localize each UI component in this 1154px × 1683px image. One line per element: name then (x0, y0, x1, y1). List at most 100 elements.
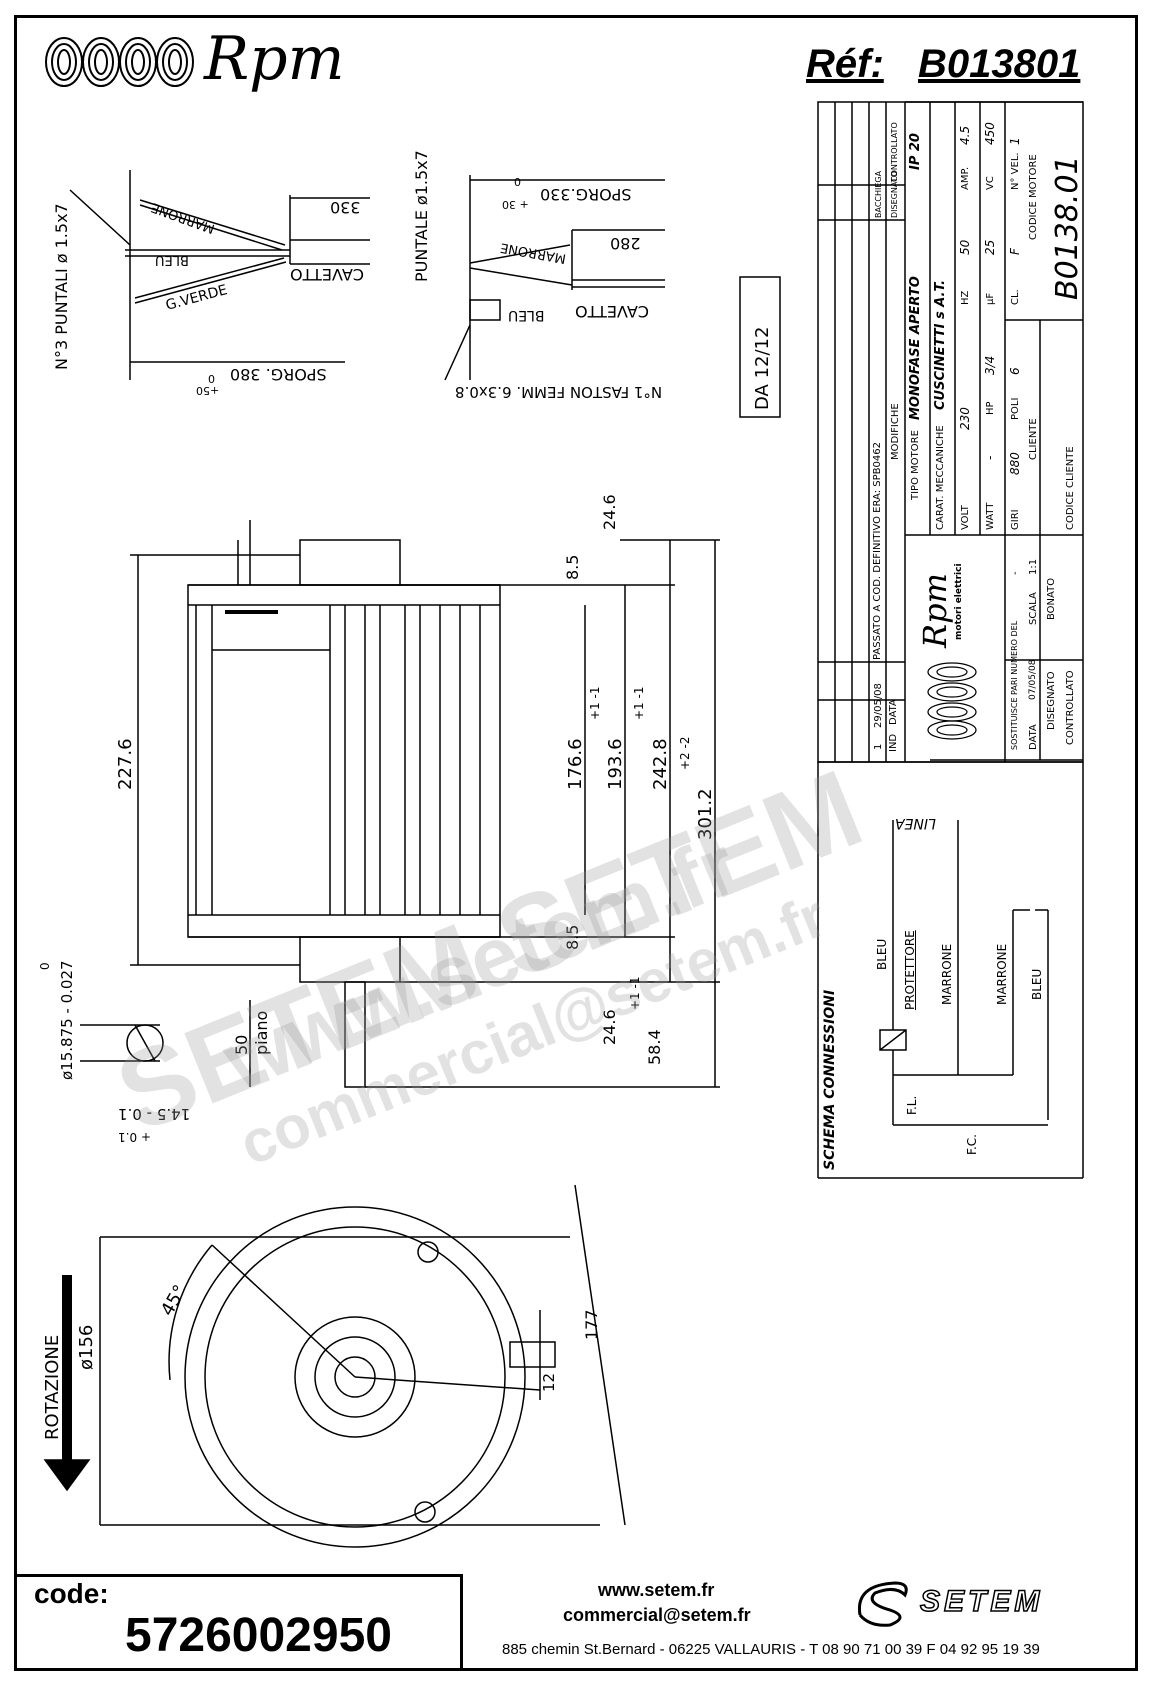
volt-label: VOLT (960, 505, 971, 530)
disegnato-label: DISEGNATO (1046, 671, 1057, 730)
amp: 4.5 (958, 125, 972, 145)
ref-label: Réf: (806, 42, 884, 86)
dim-24-6-top: 24.6 (600, 494, 619, 530)
code-label: code: (34, 1578, 109, 1609)
sporg-380: SPORG. 380 (230, 365, 327, 384)
dim-242-8: 242.8 (650, 738, 671, 790)
schema-protettore: PROTETTORE (903, 930, 917, 1010)
cliente-label: CLIENTE (1028, 418, 1039, 460)
schema-fl: F.L. (905, 1095, 919, 1115)
dim-227-6: 227.6 (115, 738, 136, 790)
hz-label: HZ (960, 290, 971, 305)
codice-cliente-label: CODICE CLIENTE (1065, 446, 1076, 530)
schema-bleu2: BLEU (1030, 968, 1044, 1000)
dia-156: ø156 (76, 1324, 97, 1370)
dim-193-6: 193.6 (605, 738, 626, 790)
tipo-motore: MONOFASE APERTO (908, 276, 923, 420)
cl-label: CL. (1010, 289, 1021, 305)
schema-fc: F.C. (965, 1134, 979, 1155)
codice-motore: B0138.01 (1050, 155, 1085, 300)
hz: 50 (958, 239, 972, 255)
footer-email: commercial@setem.fr (563, 1605, 751, 1625)
shaft-diameter: ø15.875 - 0.027 (58, 960, 76, 1080)
vc-label: VC (985, 176, 996, 190)
hp: 3/4 (983, 355, 997, 375)
tipo-motore-label: TIPO MOTORE (910, 430, 921, 500)
watt-label: WATT (985, 502, 996, 530)
footer-website: www.setem.fr (598, 1580, 715, 1600)
bleu-left: BLEU (155, 252, 189, 267)
data-val: 07/05/08 (1028, 659, 1038, 700)
sostituisce-val: - (1010, 571, 1021, 575)
dim-330: 330 (330, 198, 361, 217)
poli-label: POLI (1010, 397, 1021, 420)
coil-logo-icon (45, 37, 194, 87)
dim-193-6-tol: +1 -1 (588, 686, 602, 720)
sostituisce-label: SOSTITUISCE PARI NUMERO DEL (1010, 620, 1019, 750)
code-value: 5726002950 (125, 1609, 392, 1662)
shaft-diameter-tol: 0 (38, 962, 52, 970)
rotazione-label: ROTAZIONE (42, 1334, 63, 1440)
schema-title: SCHEMA CONNESSIONI (822, 989, 838, 1170)
schema-marrone1: MARRONE (940, 943, 954, 1005)
disegnato-val: BONATO (1046, 577, 1057, 620)
watt: - (983, 455, 997, 460)
schema-marrone2: MARRONE (995, 943, 1009, 1005)
hp-label: HP (985, 401, 996, 415)
dim-301-2-tol: +2 -2 (678, 736, 692, 770)
sporg-330-tol-top: 0 (514, 175, 521, 188)
dim-8-5-top: 8.5 (563, 554, 582, 580)
rpm-small-brand: Rpm (916, 573, 954, 648)
dim-177: 177 (582, 1309, 601, 1340)
brand-name: Rpm (204, 24, 345, 94)
nvel-label: N° VEL. (1010, 152, 1021, 190)
vc: 450 (983, 122, 997, 145)
rev-col-modifiche: MODIFICHE (890, 403, 901, 460)
rev-col-bacchiega: BACCHIEGA (874, 170, 883, 218)
rev-header-data: DATA (888, 699, 899, 725)
scala-val: 1:1 (1028, 558, 1039, 575)
carat-label: CARAT. MECCANICHE (935, 425, 946, 530)
dim-58-4: 58.4 (645, 1029, 664, 1065)
sporg-330-tol-bot: + 30 (502, 198, 529, 211)
rpm-small-logo: Rpm motori elettrici (910, 540, 1000, 750)
uf: 25 (983, 239, 997, 255)
rpm-small-sub: motori elettrici (954, 563, 964, 640)
carat: CUSCINETTI s A.T. (933, 279, 948, 410)
nvel: 1 (1008, 137, 1022, 145)
codice-motore-label: CODICE MOTORE (1028, 154, 1039, 240)
poli: 6 (1008, 367, 1022, 375)
coil-small-icon (927, 662, 977, 740)
data-label: DATA (1028, 724, 1039, 750)
cl: F (1008, 248, 1022, 255)
sporg-380-tol-bot: +50 (196, 384, 220, 397)
volt: 230 (958, 407, 972, 430)
rev-row1-data: 29/05/08 (873, 683, 884, 728)
rev-row1-ind: 1 (873, 743, 884, 750)
rev-row1-desc: PASSATO A COD. DEFINITIVO ERA: SPB0462 (872, 442, 883, 660)
puntali-label: N°3 PUNTALI ø 1.5x7 (52, 203, 71, 370)
rev-col-controllato: CONTROLLATO (890, 122, 899, 182)
schema-linea: LINEA (895, 815, 936, 831)
faston-label: N°1 FASTON FEMM. 6.3x0.8 (455, 383, 663, 401)
controllato-label: CONTROLLATO (1065, 670, 1076, 745)
cavetto-right: CAVETTO (575, 302, 650, 321)
ref-value: B013801 (918, 42, 1081, 86)
uf-label: µF (985, 292, 996, 305)
ip-rating: IP 20 (908, 133, 923, 170)
rev-header-ind: IND (888, 733, 899, 752)
da-label: DA 12/12 (752, 326, 773, 410)
puntale-label: PUNTALE ø1.5x7 (412, 150, 431, 282)
cavetto-left: CAVETTO (290, 265, 365, 284)
dim-280: 280 (610, 234, 641, 253)
giri: 880 (1008, 452, 1022, 475)
dim-176-6: 176.6 (565, 738, 586, 790)
drawing-sheet (14, 15, 1138, 1671)
schema-bleu1: BLEU (875, 938, 889, 970)
setem-logo: SETEM (919, 1584, 1044, 1619)
amp-label: AMP. (960, 166, 971, 190)
setem-swoosh-icon (857, 1581, 908, 1627)
footer-address: 885 chemin St.Bernard - 06225 VALLAURIS … (502, 1641, 1040, 1658)
sporg-330: SPORG.330 (540, 185, 632, 204)
